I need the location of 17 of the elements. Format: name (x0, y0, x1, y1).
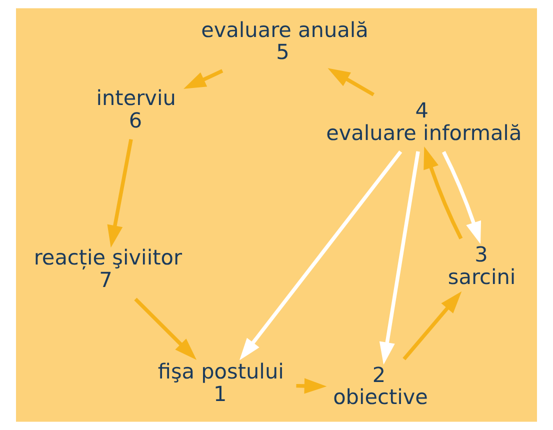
arrow (240, 150, 402, 360)
node-text: evaluare anuală 5 (201, 18, 368, 64)
arrow (328, 68, 375, 96)
arrow (379, 151, 420, 365)
node-text: 2 obiective (333, 362, 428, 410)
arrow (402, 291, 462, 360)
arrow (107, 138, 133, 248)
node-text: 3 sarcini (448, 242, 516, 289)
arrow (442, 151, 482, 244)
arrow (296, 378, 327, 394)
node-text: interviu 6 (96, 86, 176, 132)
arrow (184, 69, 224, 89)
node-text: fişa postului 1 (158, 360, 284, 406)
arrow (424, 146, 463, 240)
arrow (134, 298, 197, 360)
node-text: 4 evaluare informală (326, 98, 522, 145)
node-text: reacție şiviitor 7 (34, 246, 182, 292)
